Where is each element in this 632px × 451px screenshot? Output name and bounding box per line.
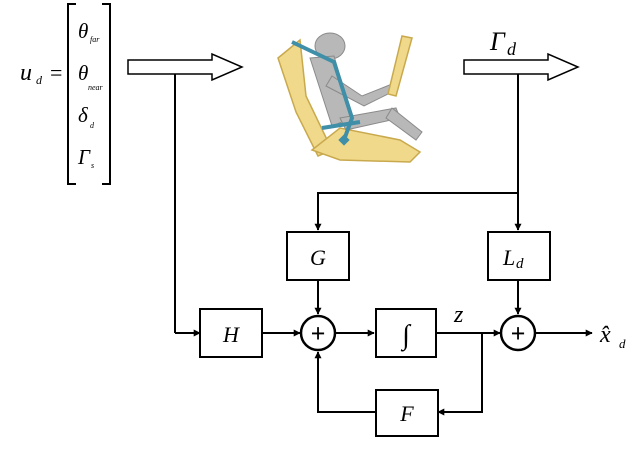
driver-illustration — [277, 32, 423, 163]
input-vector: u d = θ far θ near δ d Γ s — [20, 3, 111, 185]
block-H: H — [199, 308, 263, 358]
wire-F-to-sum1 — [314, 351, 376, 413]
seatbelt-lap — [321, 120, 361, 130]
steering-wheel — [387, 35, 413, 97]
mannequin-lower-leg — [385, 107, 423, 141]
sum2-circle — [499, 314, 537, 352]
equals-sign: = — [50, 60, 62, 85]
delta-symbol: δ — [78, 103, 89, 127]
seat-cushion — [310, 127, 422, 163]
block-integrator: ∫ — [375, 308, 437, 358]
sum2-plus: + — [511, 319, 526, 348]
state-z-label: z — [453, 302, 464, 328]
block-L-subscript: d — [516, 256, 524, 272]
u-subscript: d — [36, 73, 43, 87]
block-L-label: L — [502, 245, 515, 270]
output-xhat-subscript: d — [619, 336, 626, 351]
theta-near-symbol: θ — [78, 61, 88, 85]
seatbelt-shoulder — [291, 40, 355, 141]
torque-input: Γ d — [489, 27, 517, 59]
gamma-s-subscript: s — [91, 161, 94, 170]
wire-z-to-F — [437, 333, 483, 416]
block-F-label: F — [399, 401, 414, 426]
block-G: G — [286, 231, 350, 281]
summing-junction-1: + — [299, 314, 337, 352]
gamma-d-subscript: d — [507, 39, 517, 59]
block-F-box — [375, 389, 439, 437]
block-H-label: H — [222, 322, 240, 347]
block-F: F — [375, 389, 439, 437]
wire-gamma-to-G — [314, 192, 518, 231]
input-hollow-arrow — [127, 52, 244, 82]
theta-near-subscript: near — [88, 83, 104, 92]
right-bracket — [102, 3, 111, 185]
block-H-box — [199, 308, 263, 358]
seatbelt-buckle — [338, 134, 350, 146]
theta-far-subscript: far — [90, 35, 100, 44]
torque-hollow-arrow — [463, 52, 580, 82]
delta-subscript: d — [90, 121, 95, 130]
integral-sign: ∫ — [400, 320, 412, 352]
theta-far-symbol: θ — [78, 19, 88, 43]
left-bracket — [67, 3, 76, 185]
block-G-box — [286, 231, 350, 281]
summing-junction-2: + — [499, 314, 537, 352]
gamma-s-symbol: Γ — [77, 145, 91, 169]
sum1-circle — [299, 314, 337, 352]
block-L: L d — [487, 231, 551, 281]
gamma-d-symbol: Γ — [489, 27, 506, 56]
block-G-label: G — [310, 245, 326, 270]
sum1-plus: + — [311, 319, 326, 348]
block-L-box — [487, 231, 551, 281]
output-xhat-label: x̂ — [599, 322, 611, 348]
u-symbol: u — [20, 60, 32, 86]
block-integrator-box — [375, 308, 437, 358]
